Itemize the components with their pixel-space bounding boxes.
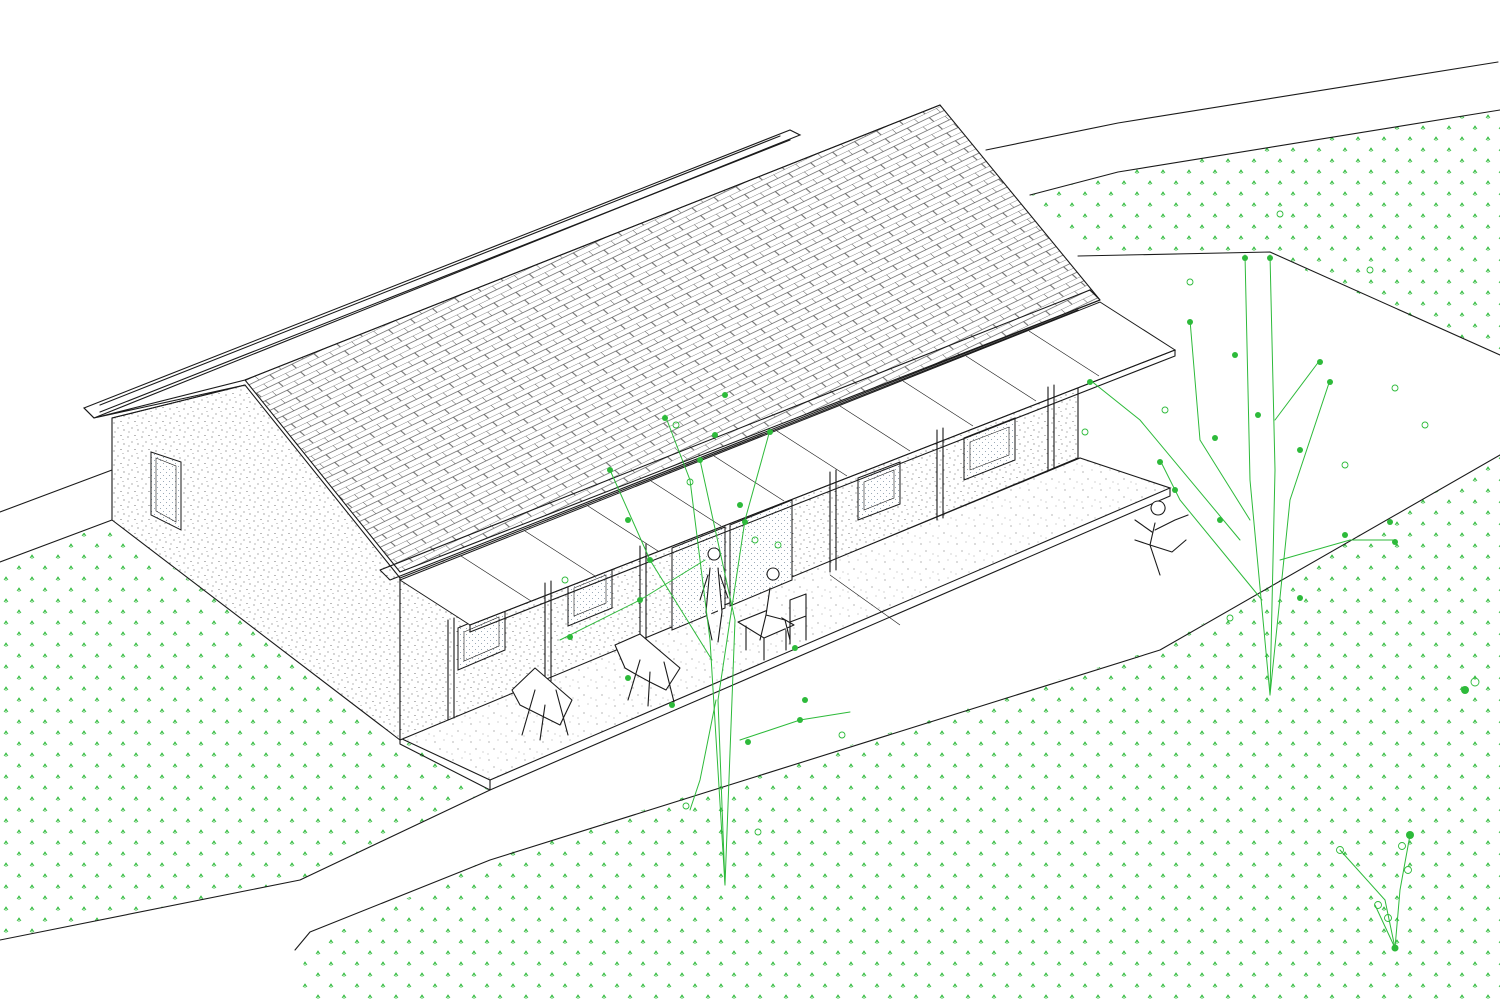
path-edge: [1077, 251, 1500, 356]
eave-board: [379, 289, 1101, 581]
person-running: [1134, 500, 1189, 576]
furniture: [511, 593, 807, 741]
patio-chair: [789, 593, 807, 645]
meadow-back-edge: [1029, 109, 1500, 196]
terrace-slab-edge: [399, 487, 1171, 791]
house: [83, 104, 1177, 741]
ridge-line: [99, 104, 941, 413]
front-windows: [457, 417, 1016, 671]
butterfly-chair-2: [614, 633, 681, 707]
tree-left: [559, 392, 851, 886]
site-boundary-line: [0, 61, 1499, 513]
gable-window: [150, 451, 182, 531]
meadow-left: [0, 522, 490, 940]
terrace: [398, 457, 1172, 791]
gable-window-frame: [155, 457, 177, 523]
window-1-frame: [463, 616, 500, 662]
window-4-frame: [969, 426, 1010, 471]
gable-roof-top: [83, 379, 246, 419]
meadow-right-edge: [294, 454, 1500, 951]
pergola-posts: [447, 384, 1055, 721]
meadow-left-edge: [0, 789, 491, 941]
patio-table: [737, 609, 795, 661]
window-3-frame: [863, 469, 895, 511]
pergola-front-beam: [469, 349, 1176, 633]
site-boundary-line-lower: [0, 519, 113, 563]
site-ground: [0, 61, 1500, 1000]
window-2-frame: [573, 574, 607, 617]
butterfly-chair-1: [511, 667, 573, 741]
tree-small: [1336, 831, 1414, 952]
meadow-right: [300, 455, 1500, 1000]
meadow-back: [1030, 110, 1500, 355]
tree-right: [1081, 210, 1480, 696]
pergola-rafters: [460, 330, 1100, 602]
terrace-joint: [829, 574, 901, 626]
person-seated: [759, 567, 791, 641]
